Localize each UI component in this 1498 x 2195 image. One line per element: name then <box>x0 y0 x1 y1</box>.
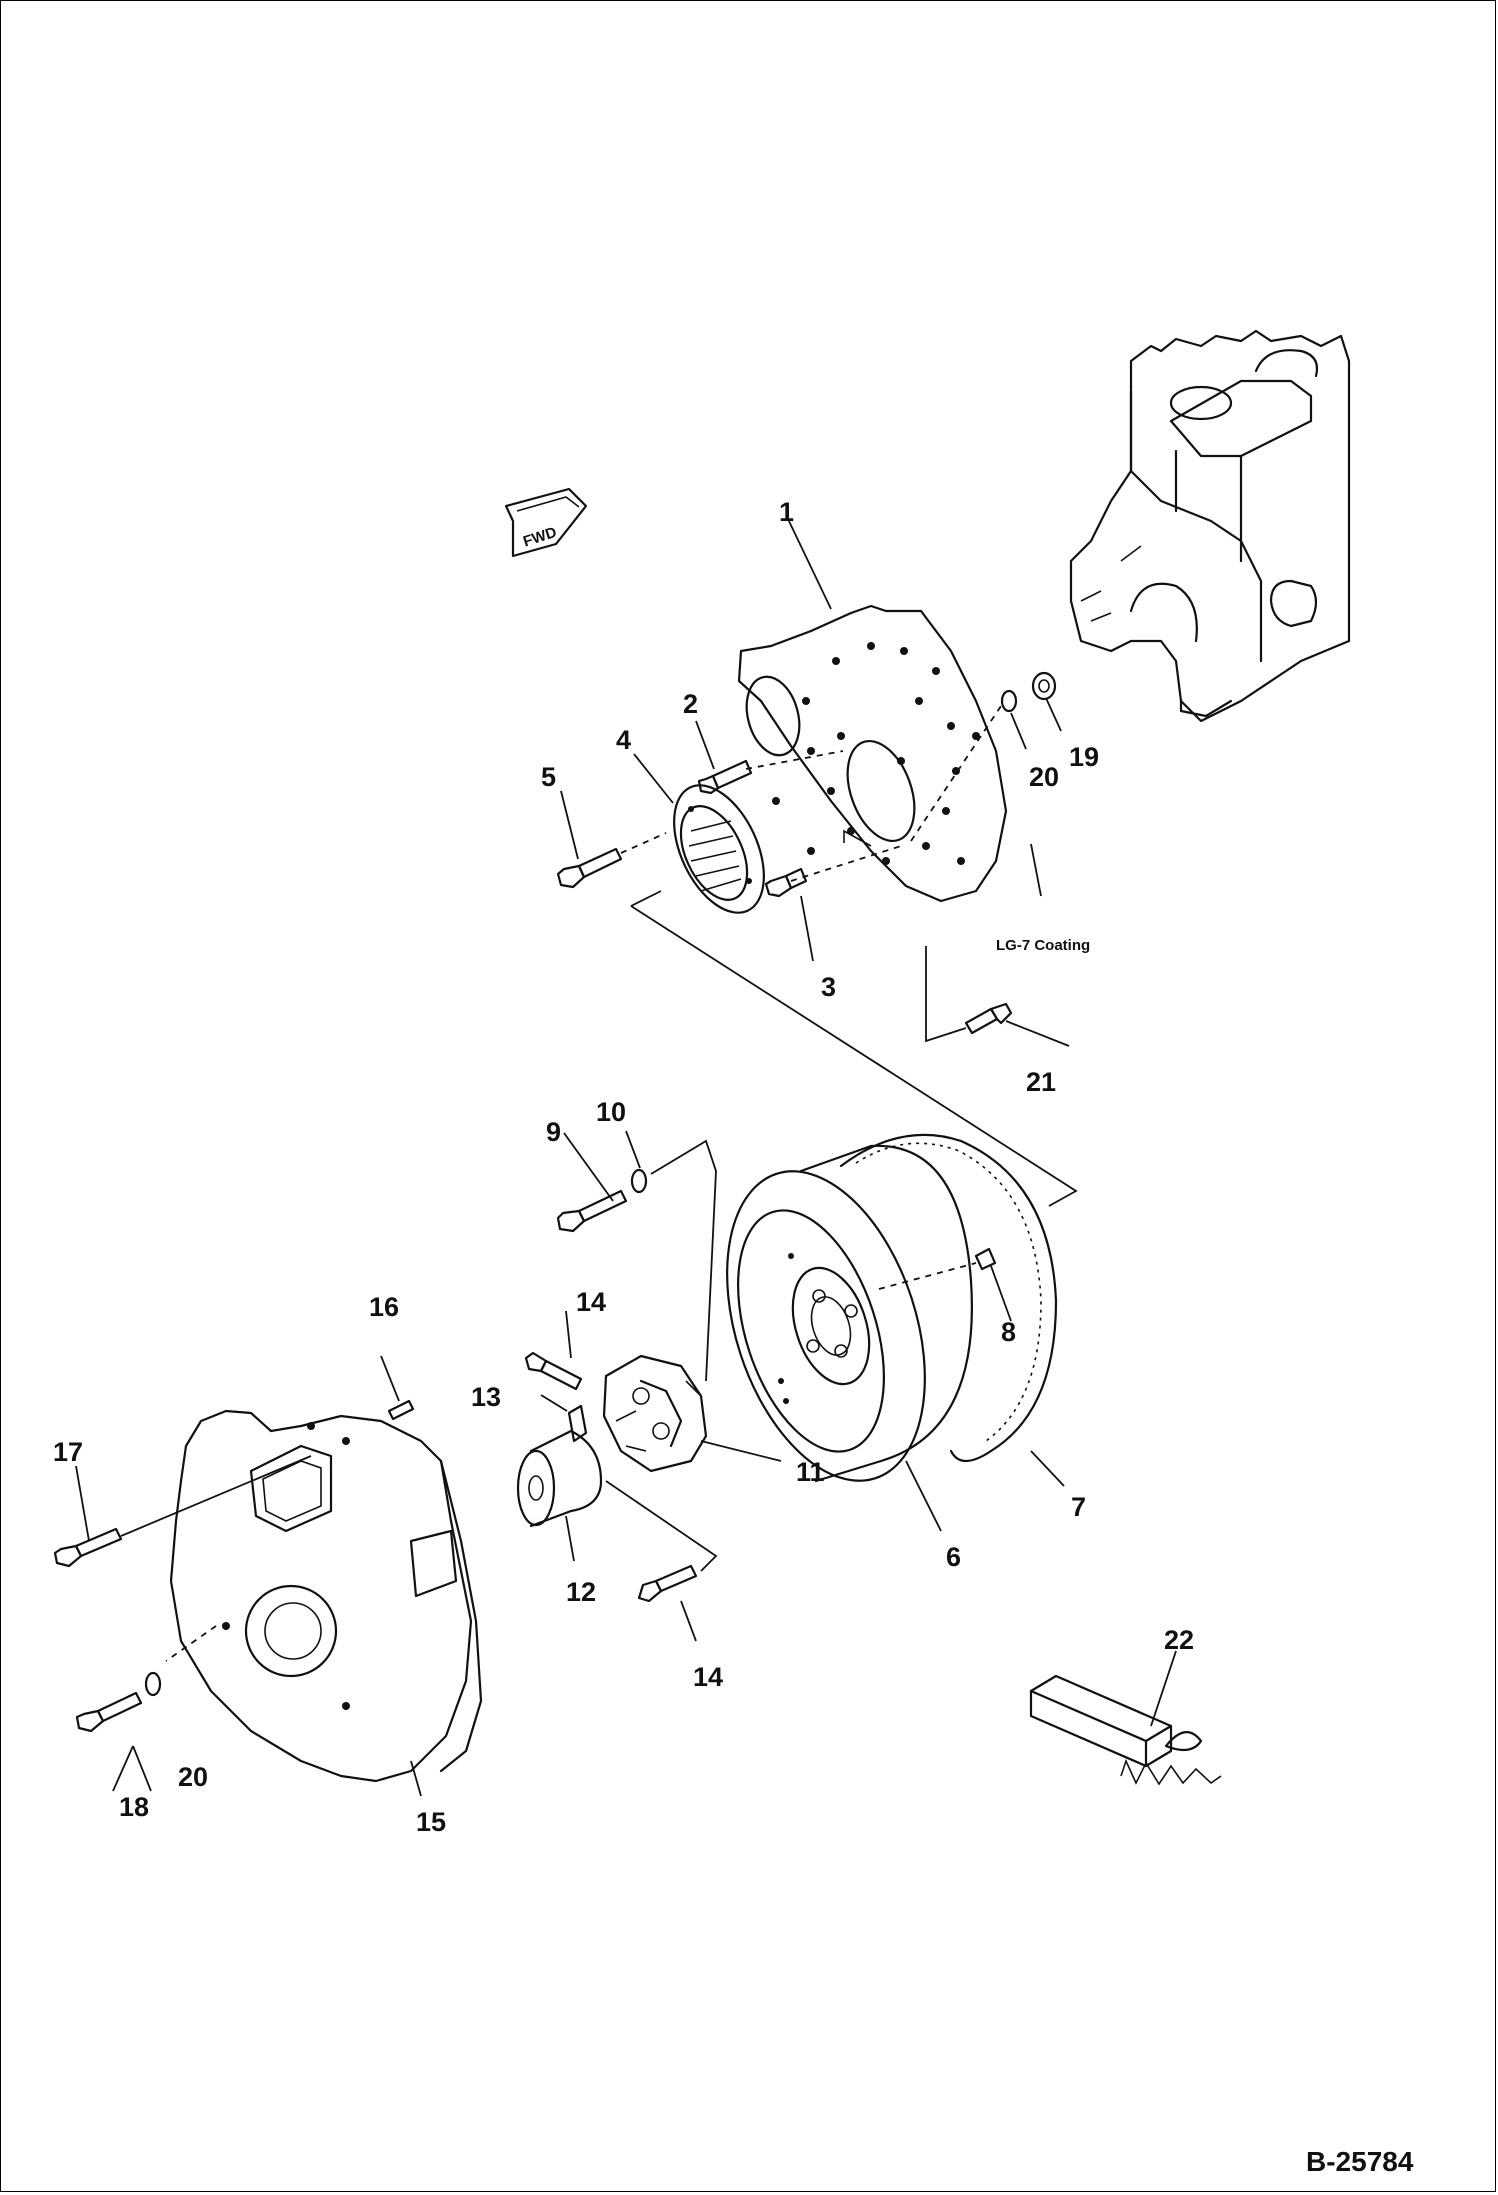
part-3-bolt <box>764 867 808 898</box>
part-12-hub <box>516 1429 603 1528</box>
callout-12: 12 <box>566 1577 596 1607</box>
callout-1: 1 <box>779 497 794 527</box>
part-14-bolt-upper <box>524 1351 583 1391</box>
callout-19: 19 <box>1069 742 1099 772</box>
part-21-bolt <box>964 1002 1013 1035</box>
callout-5: 5 <box>541 762 556 792</box>
bolt-2-path <box>745 750 844 770</box>
fwd-label: FWD <box>521 524 559 551</box>
part-4-bearing-ring <box>673 784 765 914</box>
nut-19-path <box>910 705 1002 842</box>
coating-note: LG-7 Coating <box>996 937 1090 954</box>
part-15-flywheel-housing <box>169 1409 483 1783</box>
callout-10: 10 <box>596 1097 626 1127</box>
part-20-washer-lower <box>144 1671 162 1697</box>
callout-18: 18 <box>119 1792 149 1822</box>
part-7-ring-gear <box>839 1133 1058 1463</box>
bracket-4-7 <box>630 890 1078 1207</box>
part-11-coupling <box>602 1354 708 1473</box>
engine-block <box>1069 329 1351 723</box>
bolt-9-bracket <box>650 1139 717 1382</box>
part-1-drive-plate <box>737 604 1008 903</box>
callout-numbers: 1 2 3 4 5 6 7 8 9 10 11 12 13 14 14 15 1… <box>53 497 1194 1837</box>
part-5-bolt <box>556 832 667 889</box>
fwd-arrow-tag: FWD <box>504 487 588 558</box>
part-8-pin <box>974 1247 997 1271</box>
callout-3: 3 <box>821 972 836 1002</box>
callout-14-lower: 14 <box>693 1662 723 1692</box>
callout-8: 8 <box>1001 1317 1016 1347</box>
part-14-bolt-lower <box>637 1564 698 1603</box>
part-10-washer <box>630 1168 648 1194</box>
callout-2: 2 <box>683 689 698 719</box>
callout-13: 13 <box>471 1382 501 1412</box>
callout-6: 6 <box>946 1542 961 1572</box>
callout-7: 7 <box>1071 1492 1086 1522</box>
part-18-bolt <box>75 1691 143 1733</box>
coating-leader <box>1030 843 1042 897</box>
callout-16: 16 <box>369 1292 399 1322</box>
part-20-washer-upper <box>1000 689 1018 713</box>
callout-20-upper: 20 <box>1029 762 1059 792</box>
part-2-bolt <box>697 759 753 795</box>
pin-8-path <box>878 1262 977 1290</box>
part-13-key <box>567 1404 588 1443</box>
bolt-3-path <box>790 845 902 882</box>
leader-lines <box>75 518 1177 1797</box>
callout-14-upper: 14 <box>576 1287 606 1317</box>
callout-15: 15 <box>416 1807 446 1837</box>
callout-4: 4 <box>616 725 631 755</box>
bolt-17-path <box>120 1455 312 1537</box>
leader-11 <box>700 1440 782 1462</box>
part-17-bolt <box>53 1527 123 1568</box>
callout-22: 22 <box>1164 1625 1194 1655</box>
part-9-bolt <box>556 1189 628 1233</box>
figure-number: B-25784 <box>1306 2146 1414 2177</box>
part-6-flywheel <box>726 1144 973 1483</box>
part-16-pin <box>387 1399 415 1421</box>
callout-11: 11 <box>796 1457 825 1487</box>
bolt-21-bracket <box>925 946 967 1043</box>
callout-9: 9 <box>546 1117 561 1147</box>
bolt-14-bracket <box>605 1480 718 1572</box>
callout-17: 17 <box>53 1437 83 1467</box>
bolt-18-path <box>165 1625 217 1662</box>
part-22-tool <box>1029 1674 1222 1786</box>
part-19-nut <box>1031 671 1057 701</box>
callout-20-lower: 20 <box>178 1762 208 1792</box>
plate-bolt-holes <box>772 642 980 865</box>
callout-21: 21 <box>1026 1067 1056 1097</box>
